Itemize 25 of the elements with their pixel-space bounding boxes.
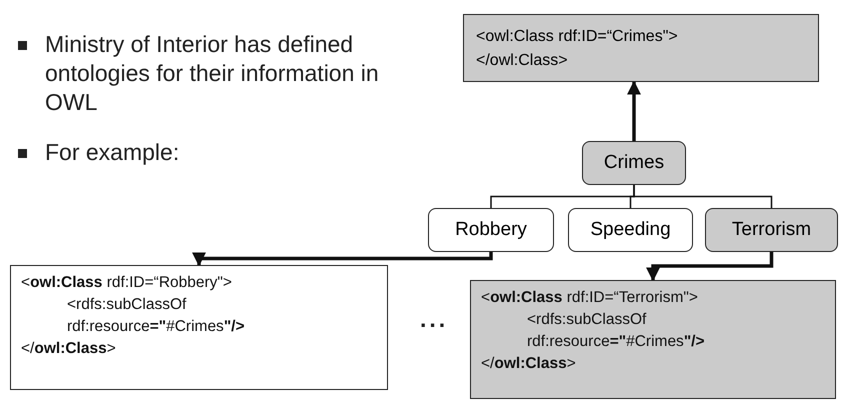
node-label: Terrorism [732,219,812,241]
arrow [627,80,641,141]
code-line: </owl:Class> [481,354,577,374]
class-node [568,208,693,252]
bullet-text: For example: [45,138,180,167]
class-code-box [463,14,819,82]
arrow [192,252,493,266]
code-line: <owl:Class rdf:ID=“Terrorism"> [481,288,699,308]
code-line: </owl:Class> [21,339,117,359]
code-line: <rdfs:subClassOf rdf:resource="#Crimes"/> [66,295,246,337]
code-line: <owl:Class rdf:ID=“Robbery"> [21,273,233,293]
node-label: Crimes [604,152,664,174]
class-code-box [10,265,388,390]
node-label: Speeding [590,219,671,241]
ellipsis: ... [420,305,450,334]
class-node [582,141,686,185]
code-line: <rdfs:subClassOf rdf:resource="#Crimes"/> [526,310,706,352]
code-line: <owl:Class rdf:ID=“Crimes"> </owl:Class> [476,27,679,71]
node-label: Robbery [455,219,527,241]
class-node [428,208,554,252]
arrow [646,252,774,282]
class-code-box [470,280,836,399]
class-node [705,208,838,252]
connector-line [633,185,772,208]
bullet-text: Ministry of Interior has defined ontologies for their information in OWL [45,30,380,117]
